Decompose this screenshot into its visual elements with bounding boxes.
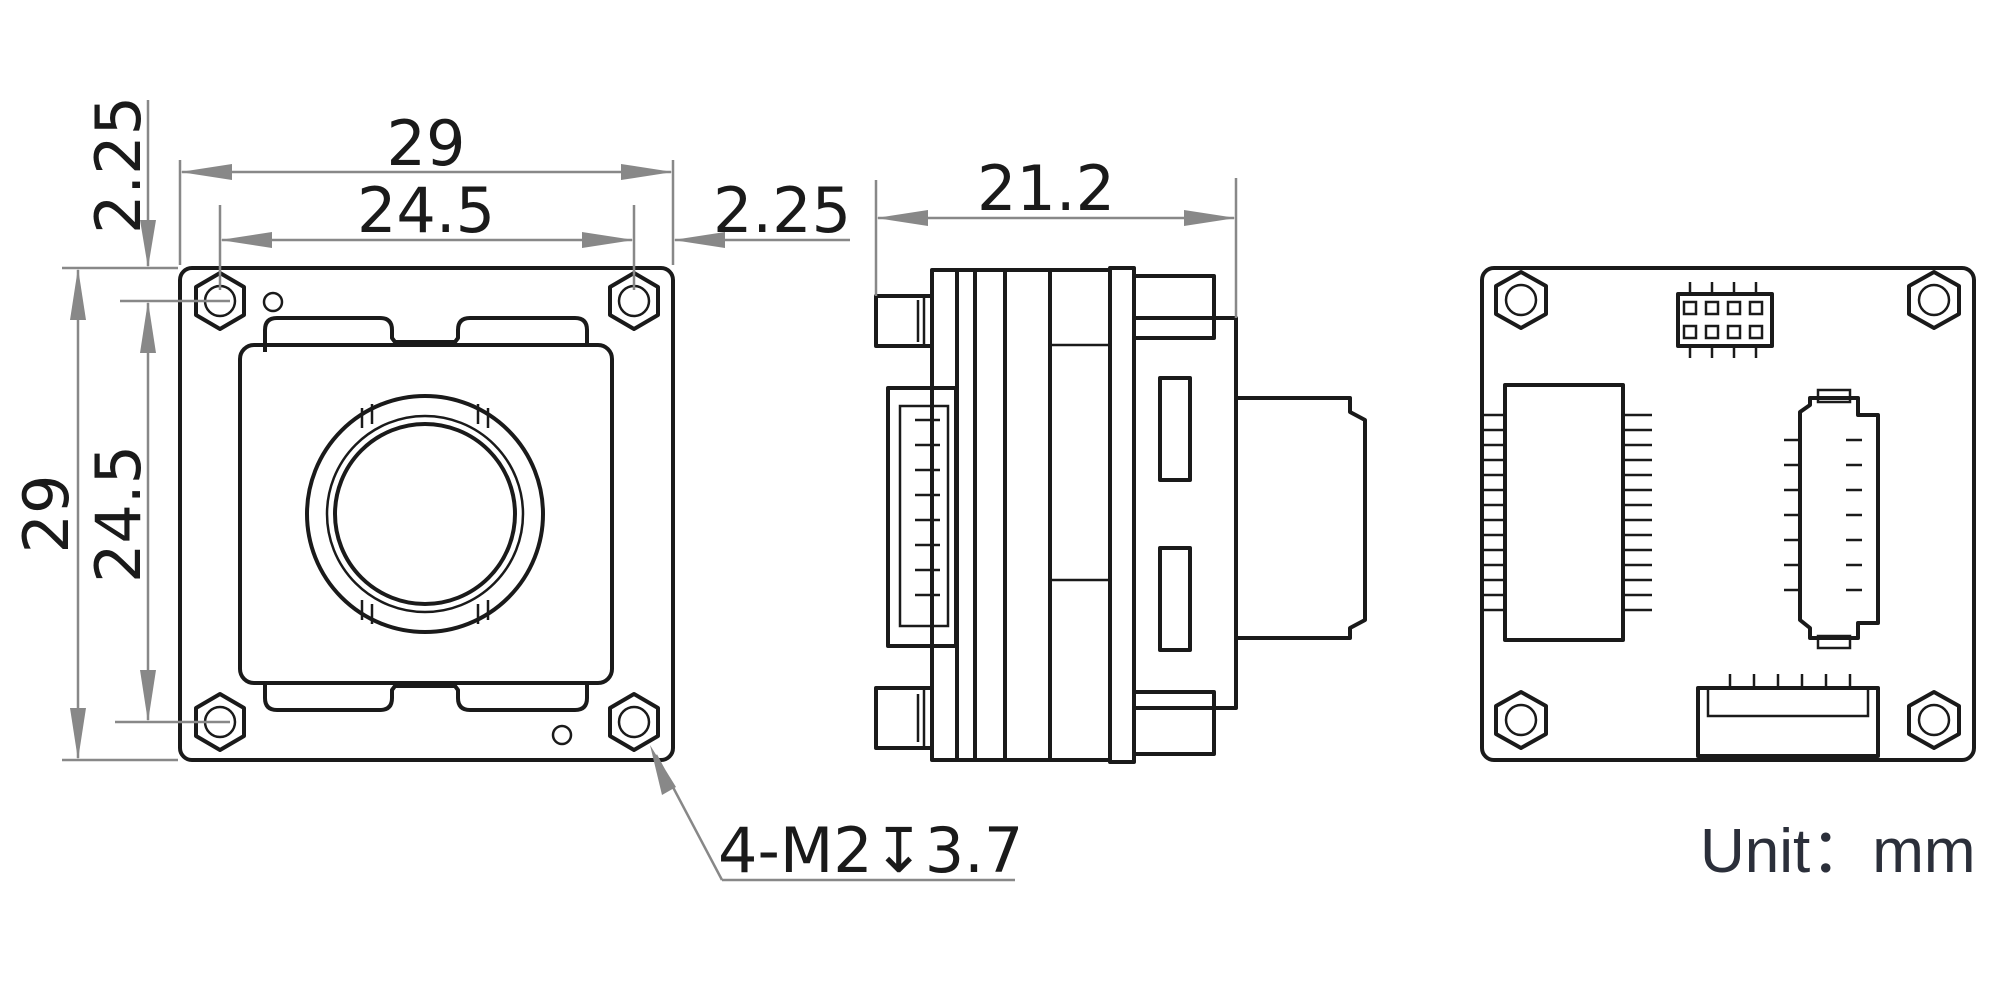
side-screw-bottom xyxy=(874,686,934,750)
hole-spacing-height-label: 24.5 xyxy=(82,445,155,583)
back-view xyxy=(1480,266,1976,762)
back-ic-left-pins xyxy=(1482,413,1505,612)
side-board-plate-1 xyxy=(955,268,977,762)
right-offset-label: 2.25 xyxy=(713,174,851,247)
hole-callout-label: 4-M2↧3.7 xyxy=(718,814,1023,887)
side-lens-barrel xyxy=(1236,396,1367,640)
alignment-hole-top xyxy=(262,291,284,313)
back-bottom-connector xyxy=(1696,686,1880,758)
side-connector-inner xyxy=(898,404,950,628)
side-view xyxy=(874,266,1367,764)
back-pin-header-pins xyxy=(1688,282,1758,358)
lens-ring-notches xyxy=(360,404,490,624)
back-mounting-hole-bottom-right xyxy=(1907,690,1961,750)
side-connector-housing xyxy=(886,386,958,648)
lens-holder-top-flange xyxy=(263,316,589,352)
side-standoff-top xyxy=(1132,274,1216,340)
lens-outer-ring xyxy=(305,394,545,634)
lens-holder-body xyxy=(238,343,614,685)
top-offset-label: 2.25 xyxy=(82,96,155,234)
height-29-label: 29 xyxy=(10,475,83,554)
width-29-label: 29 xyxy=(387,107,466,180)
mounting-hole-bottom-right xyxy=(608,692,660,752)
front-view xyxy=(178,266,675,762)
back-mounting-hole-bottom-left xyxy=(1494,690,1548,750)
lens-middle-ring xyxy=(325,414,525,614)
back-fpc-connector xyxy=(1798,396,1880,640)
side-board-rear xyxy=(1108,266,1136,764)
side-lens-holder xyxy=(1132,316,1238,710)
back-ic-right-pins xyxy=(1623,413,1652,612)
back-ic-chip xyxy=(1503,383,1625,642)
depth-21-2-label: 21.2 xyxy=(977,152,1115,225)
side-connector-pins xyxy=(915,418,940,597)
lens-holder-bottom-flange xyxy=(263,683,589,712)
back-fpc-left-pins xyxy=(1784,438,1800,592)
side-slot-lower xyxy=(1158,546,1192,652)
back-board-outline xyxy=(1480,266,1976,762)
back-mounting-hole-top-right xyxy=(1907,270,1961,330)
back-bottom-connector-inner xyxy=(1706,688,1870,718)
back-pin-header xyxy=(1676,292,1774,348)
side-slot-upper xyxy=(1158,376,1192,482)
side-spacer-lines xyxy=(1050,343,1110,582)
side-spacer-body xyxy=(1048,268,1112,762)
side-board-plate-2 xyxy=(973,268,1007,762)
side-standoff-bottom xyxy=(1132,690,1216,756)
front-board-outline xyxy=(178,266,675,762)
side-screw-top-thread xyxy=(916,296,926,346)
back-mounting-hole-top-left xyxy=(1494,270,1548,330)
side-board-plate-3 xyxy=(1003,268,1052,762)
side-board-front xyxy=(930,268,959,762)
unit-label: Unit：mm xyxy=(1700,817,1976,886)
back-fpc-right-pins xyxy=(1846,438,1862,592)
side-screw-bottom-thread xyxy=(916,690,926,746)
alignment-hole-bottom xyxy=(551,724,573,746)
side-screw-top xyxy=(874,294,934,348)
side-dimensions: 21.2 xyxy=(874,152,1238,318)
back-bottom-connector-pins xyxy=(1728,674,1852,688)
lens-glass xyxy=(333,422,517,606)
front-dimensions: 29 24.5 2.25 2.25 29 24.5 4-M2 xyxy=(10,96,1023,887)
hole-spacing-width-label: 24.5 xyxy=(357,174,495,247)
